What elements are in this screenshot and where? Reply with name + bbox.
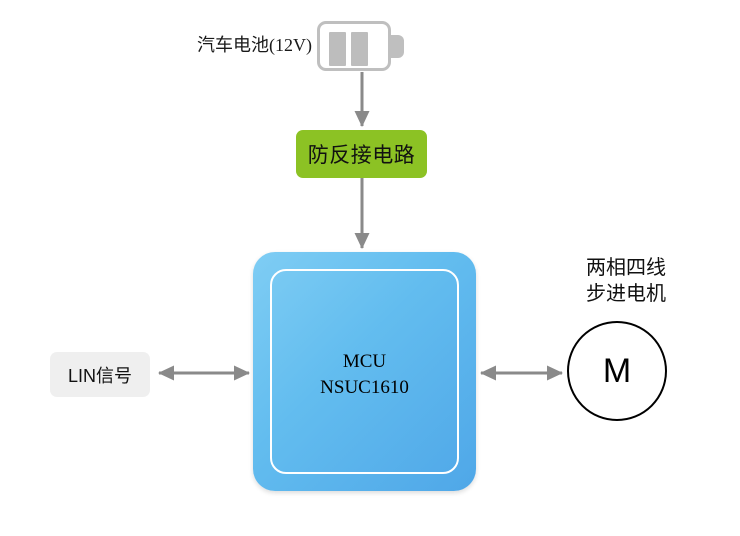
motor-label: 两相四线 步进电机: [556, 255, 696, 307]
mcu-label: MCU NSUC1610: [253, 349, 476, 401]
battery-icon: [317, 21, 407, 73]
protection-circuit-block: 防反接电路: [296, 130, 427, 178]
motor-label-line-1: 两相四线: [586, 257, 666, 279]
battery-terminal-icon: [391, 35, 404, 58]
mcu-inner-outline: [270, 269, 459, 474]
protection-circuit-label: 防反接电路: [307, 144, 416, 167]
motor-symbol-letter: M: [602, 352, 632, 390]
battery-label: 汽车电池(12V): [197, 35, 312, 55]
motor-symbol-circle: M: [567, 321, 667, 421]
battery-cell-bar-2: [351, 32, 368, 66]
motor-label-line-2: 步进电机: [586, 283, 666, 305]
lin-signal-label: LIN信号: [67, 365, 132, 386]
mcu-label-line-1: MCU: [342, 351, 387, 372]
battery-cell-bar-1: [329, 32, 346, 66]
mcu-block: MCU NSUC1610: [253, 252, 476, 491]
mcu-label-line-2: NSUC1610: [320, 377, 409, 398]
lin-signal-block: LIN信号: [50, 352, 150, 397]
battery-body-icon: [317, 21, 391, 71]
